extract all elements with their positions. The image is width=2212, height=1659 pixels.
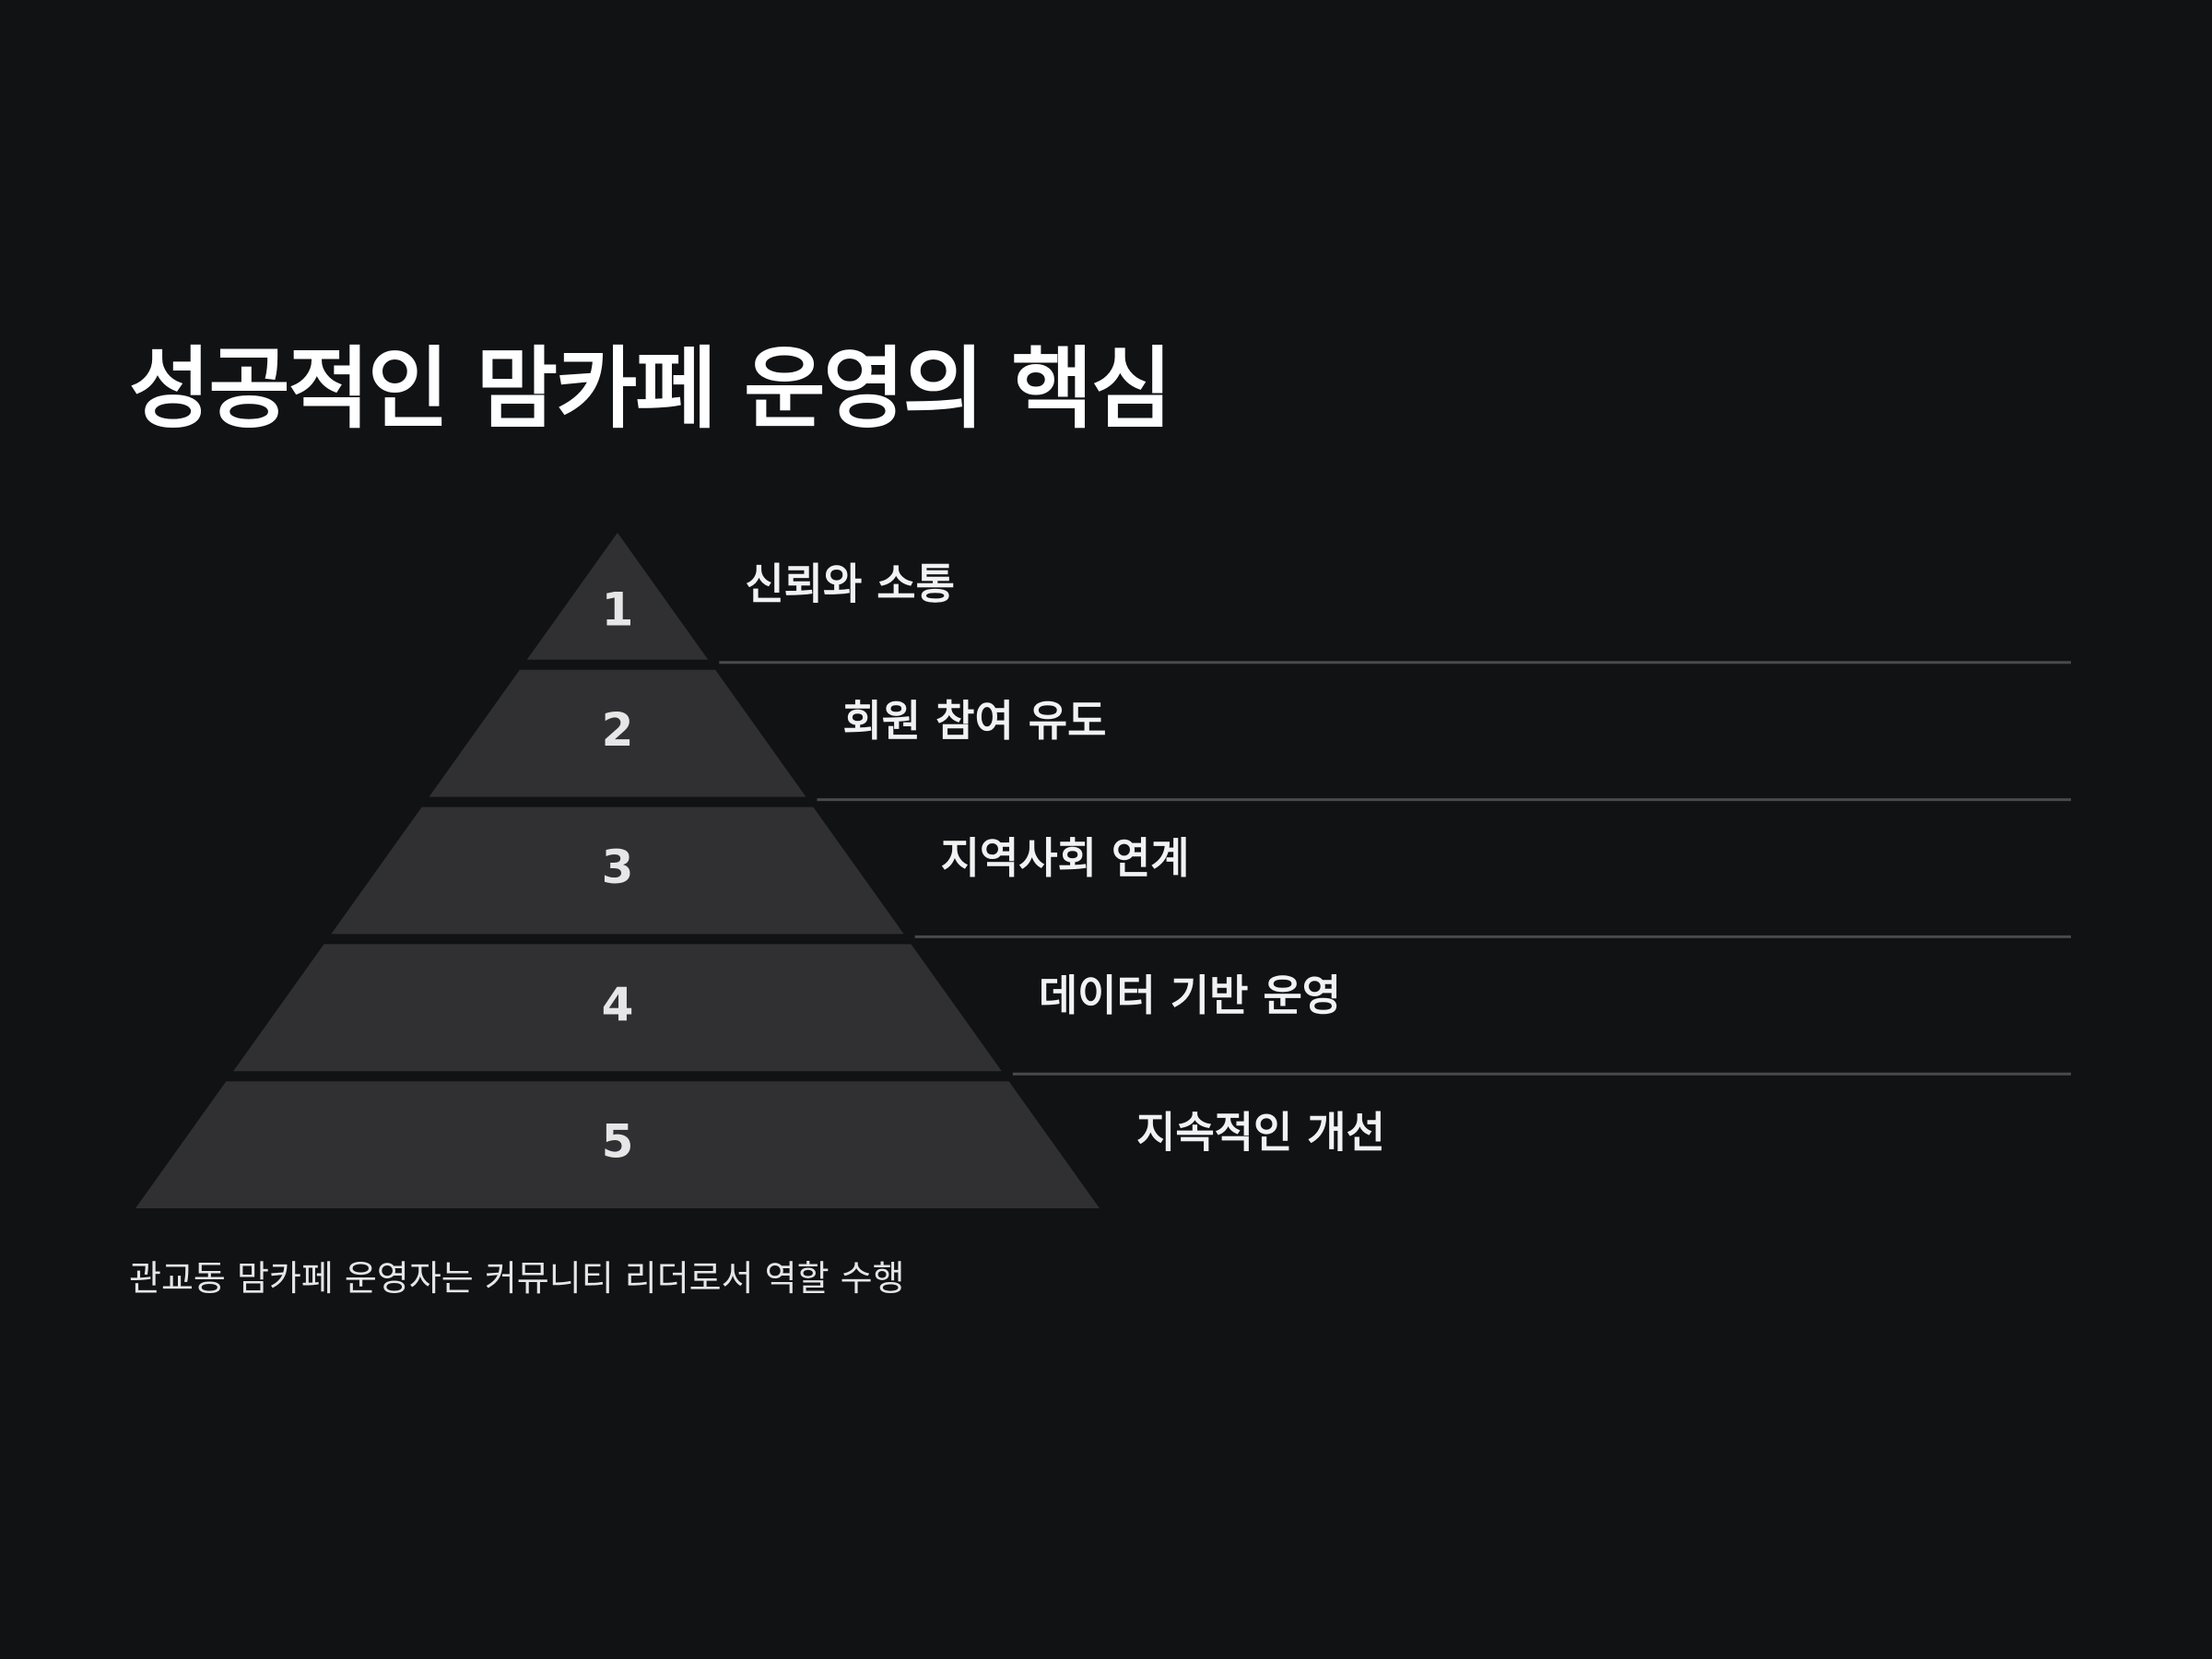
pyramid-tier-2 <box>429 669 806 797</box>
tier-number-5: 5 <box>602 1115 634 1169</box>
tier-number-1: 1 <box>602 582 634 636</box>
tier-number-4: 4 <box>602 978 634 1031</box>
tier-number-2: 2 <box>602 703 634 757</box>
tier-label-4: 데이터 기반 운영 <box>1039 971 1341 1020</box>
pyramid-tier-4 <box>233 944 1002 1072</box>
pyramid-tiers <box>135 533 1100 1208</box>
tier-dividers <box>719 661 2071 1076</box>
pyramid-tier-1 <box>526 533 709 660</box>
tier-labels: 1 신뢰와 소통 2 회원 참여 유도 3 지역사회 연계 4 데이터 기반 운영 5 지속적인 … <box>602 559 1385 1168</box>
tier-label-3: 지역사회 연계 <box>941 833 1190 883</box>
pyramid-tier-3 <box>331 806 904 935</box>
tier-label-5: 지속적인 개선 <box>1136 1108 1385 1158</box>
tier-number-3: 3 <box>602 841 634 894</box>
pyramid-tier-5 <box>135 1081 1100 1208</box>
page-title: 성공적인 맘카페 운영의 핵심 <box>129 337 1172 441</box>
tier-label-2: 회원 참여 유도 <box>842 696 1106 746</box>
tier-label-1: 신뢰와 소통 <box>745 559 955 608</box>
caption-text: 관교동 맘카페 운영자는 커뮤니티 리더로서 역할 수행 <box>129 1258 905 1299</box>
